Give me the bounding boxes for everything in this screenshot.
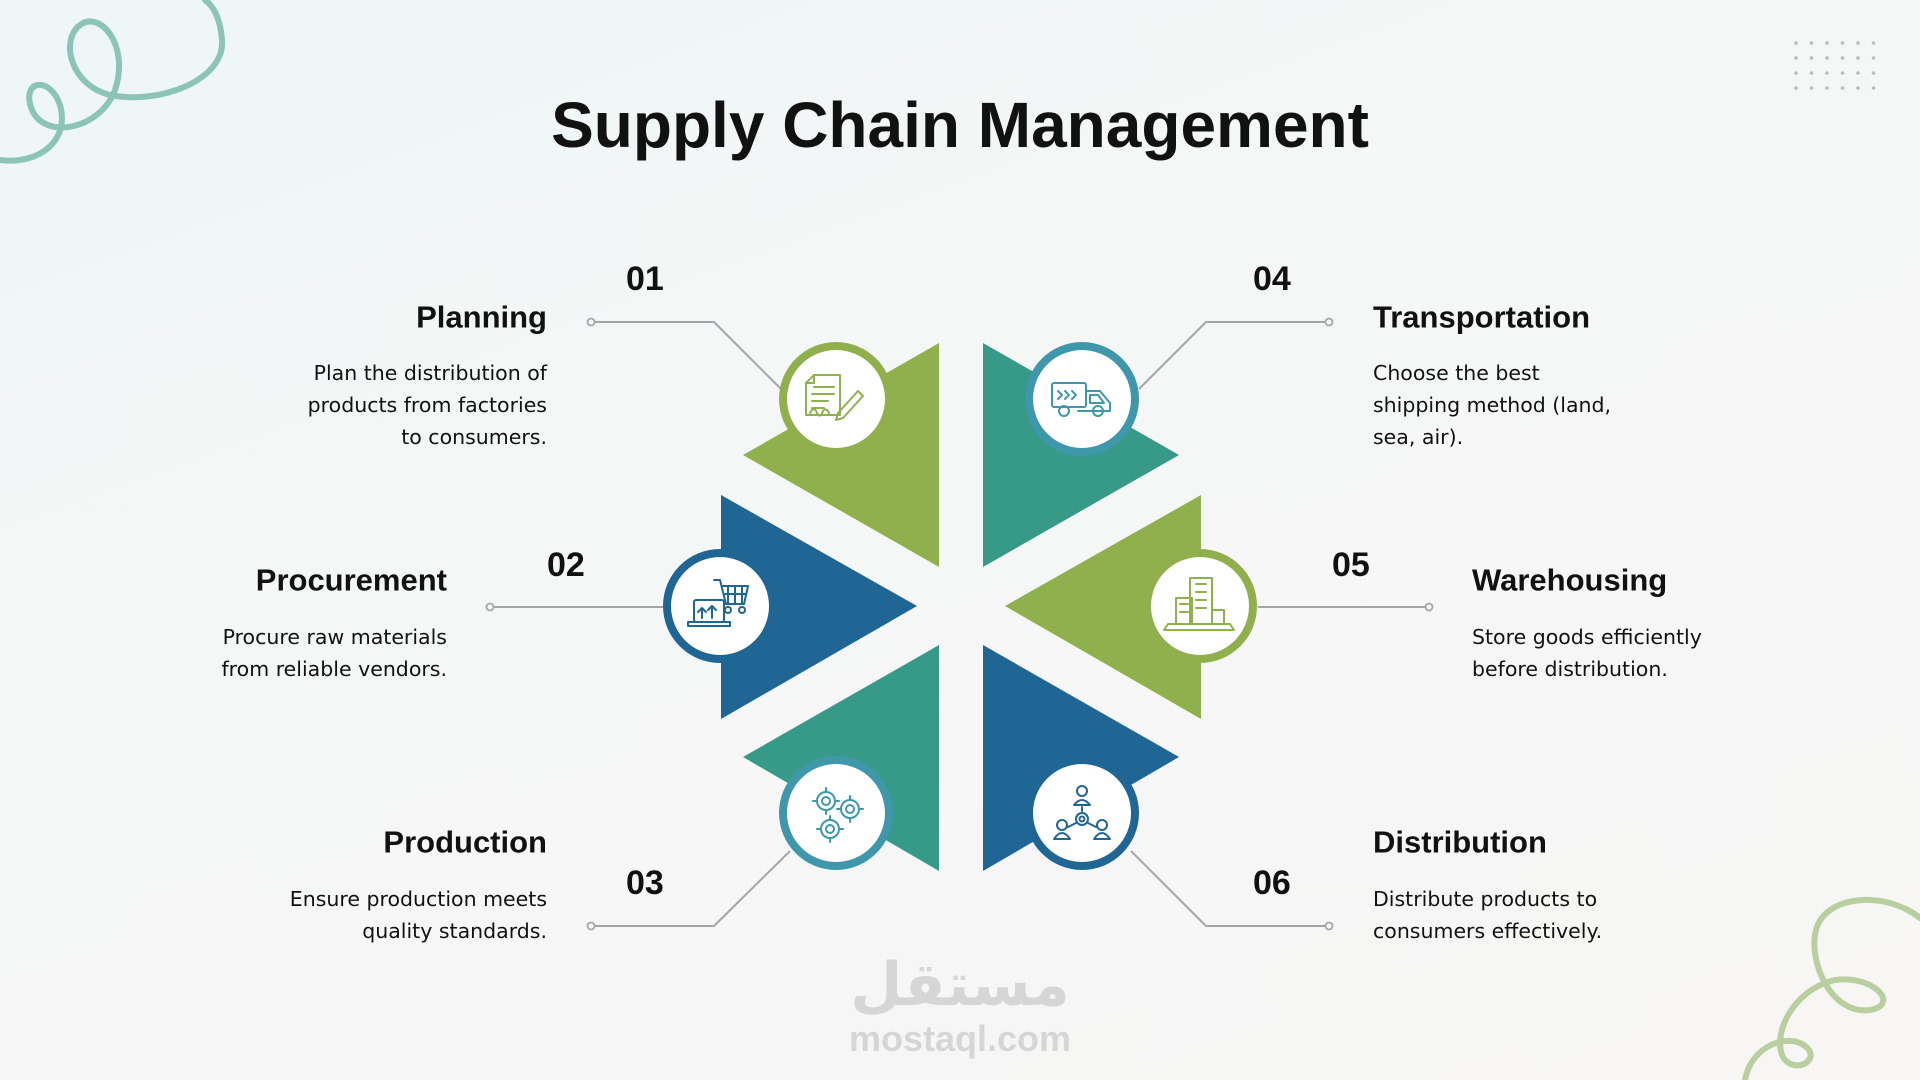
step-number-03: 03 [626, 864, 664, 902]
dot [1856, 86, 1860, 90]
step-heading-production: Production [383, 824, 547, 860]
warehouse-building-icon [1163, 577, 1235, 631]
step-heading-transportation: Transportation [1373, 299, 1591, 335]
connector-line-01 [591, 321, 782, 390]
triangle-segment-warehousing [1005, 495, 1201, 719]
dot [1809, 71, 1814, 75]
dot [1809, 86, 1814, 90]
step-number-05: 05 [1332, 546, 1370, 584]
watermark-logo-arabic: مستقل [850, 950, 1070, 1020]
step-description-distribution: Distribute products to consumers effecti… [1373, 883, 1733, 947]
connector-dot [1324, 317, 1334, 327]
dot [1871, 71, 1876, 75]
step-heading-distribution: Distribution [1373, 824, 1547, 860]
dot [1794, 86, 1798, 90]
dot [1809, 56, 1814, 60]
description-line: products from factories [307, 393, 547, 417]
dot [1871, 56, 1876, 60]
triangle-segment-procurement [721, 495, 917, 719]
dot [1825, 86, 1829, 90]
dot [1825, 71, 1829, 75]
dot [1825, 41, 1829, 45]
step-number-01: 01 [626, 260, 664, 298]
step-heading-planning: Planning [416, 299, 547, 335]
step-description-production: Ensure production meets quality standard… [187, 883, 547, 947]
swirl-top-left-decoration [0, 0, 226, 164]
dot [1840, 56, 1845, 60]
description-line: consumers effectively. [1373, 919, 1603, 943]
description-line: Distribute products to [1373, 887, 1598, 911]
icon-circle-01 [779, 342, 893, 456]
connector-dot [586, 317, 596, 327]
description-line: before distribution. [1472, 657, 1668, 681]
icon-circle-04 [1025, 342, 1139, 456]
document-pencil-icon [805, 374, 864, 421]
icon-circle-05 [1143, 549, 1257, 663]
dot [1840, 41, 1845, 45]
description-line: to consumers. [401, 425, 547, 449]
connector-line-06 [1130, 850, 1329, 927]
people-network-icon [1053, 785, 1111, 840]
connectors [485, 317, 1434, 931]
connector-dot [485, 602, 495, 612]
description-line: quality standards. [362, 919, 547, 943]
connector-dot [1324, 921, 1334, 931]
step-description-transportation: Choose the best shipping method (land, s… [1373, 357, 1733, 453]
connector-dot [586, 921, 596, 931]
step-number-06: 06 [1253, 864, 1291, 902]
page-title: Supply Chain Management [551, 89, 1369, 161]
dot [1825, 56, 1829, 60]
icon-circles [663, 342, 1257, 870]
description-line: shipping method (land, [1373, 393, 1612, 417]
connector-line-04 [1138, 321, 1329, 390]
description-line: Plan the distribution of [313, 361, 547, 385]
dot-grid-decoration [1794, 41, 1876, 90]
icon-circle-02 [663, 549, 777, 663]
description-line: sea, air). [1373, 425, 1464, 449]
step-number-02: 02 [547, 546, 585, 584]
dot [1840, 71, 1845, 75]
dot [1856, 56, 1860, 60]
step-number-04: 04 [1253, 260, 1291, 298]
description-line: Procure raw materials [222, 625, 447, 649]
icon-circle-06 [1025, 756, 1139, 870]
watermark-url: mostaql.com [848, 1018, 1072, 1059]
description-line: from reliable vendors. [221, 657, 447, 681]
description-line: Choose the best [1373, 361, 1540, 385]
step-description-warehousing: Store goods efficiently before distribut… [1472, 621, 1832, 685]
dot [1794, 41, 1798, 45]
delivery-truck-icon [1051, 382, 1111, 417]
dot [1856, 41, 1860, 45]
dot [1794, 71, 1798, 75]
dot [1840, 86, 1845, 90]
connector-dot [1424, 602, 1434, 612]
description-line: Ensure production meets [289, 887, 547, 911]
laptop-cart-icon [687, 579, 749, 627]
step-description-procurement: Procure raw materials from reliable vend… [87, 621, 447, 685]
gears-icon [812, 787, 864, 843]
dot [1856, 71, 1860, 75]
dot [1809, 41, 1814, 45]
dot [1794, 56, 1798, 60]
description-line: Store goods efficiently [1472, 625, 1702, 649]
step-description-planning: Plan the distribution of products from f… [187, 357, 547, 453]
dot [1871, 41, 1876, 45]
dot [1871, 86, 1876, 90]
step-heading-procurement: Procurement [255, 562, 447, 598]
step-heading-warehousing: Warehousing [1472, 562, 1668, 598]
icon-circle-03 [779, 756, 893, 870]
swirl-bottom-right-decoration [1742, 896, 1920, 1080]
connector-line-03 [591, 850, 791, 927]
